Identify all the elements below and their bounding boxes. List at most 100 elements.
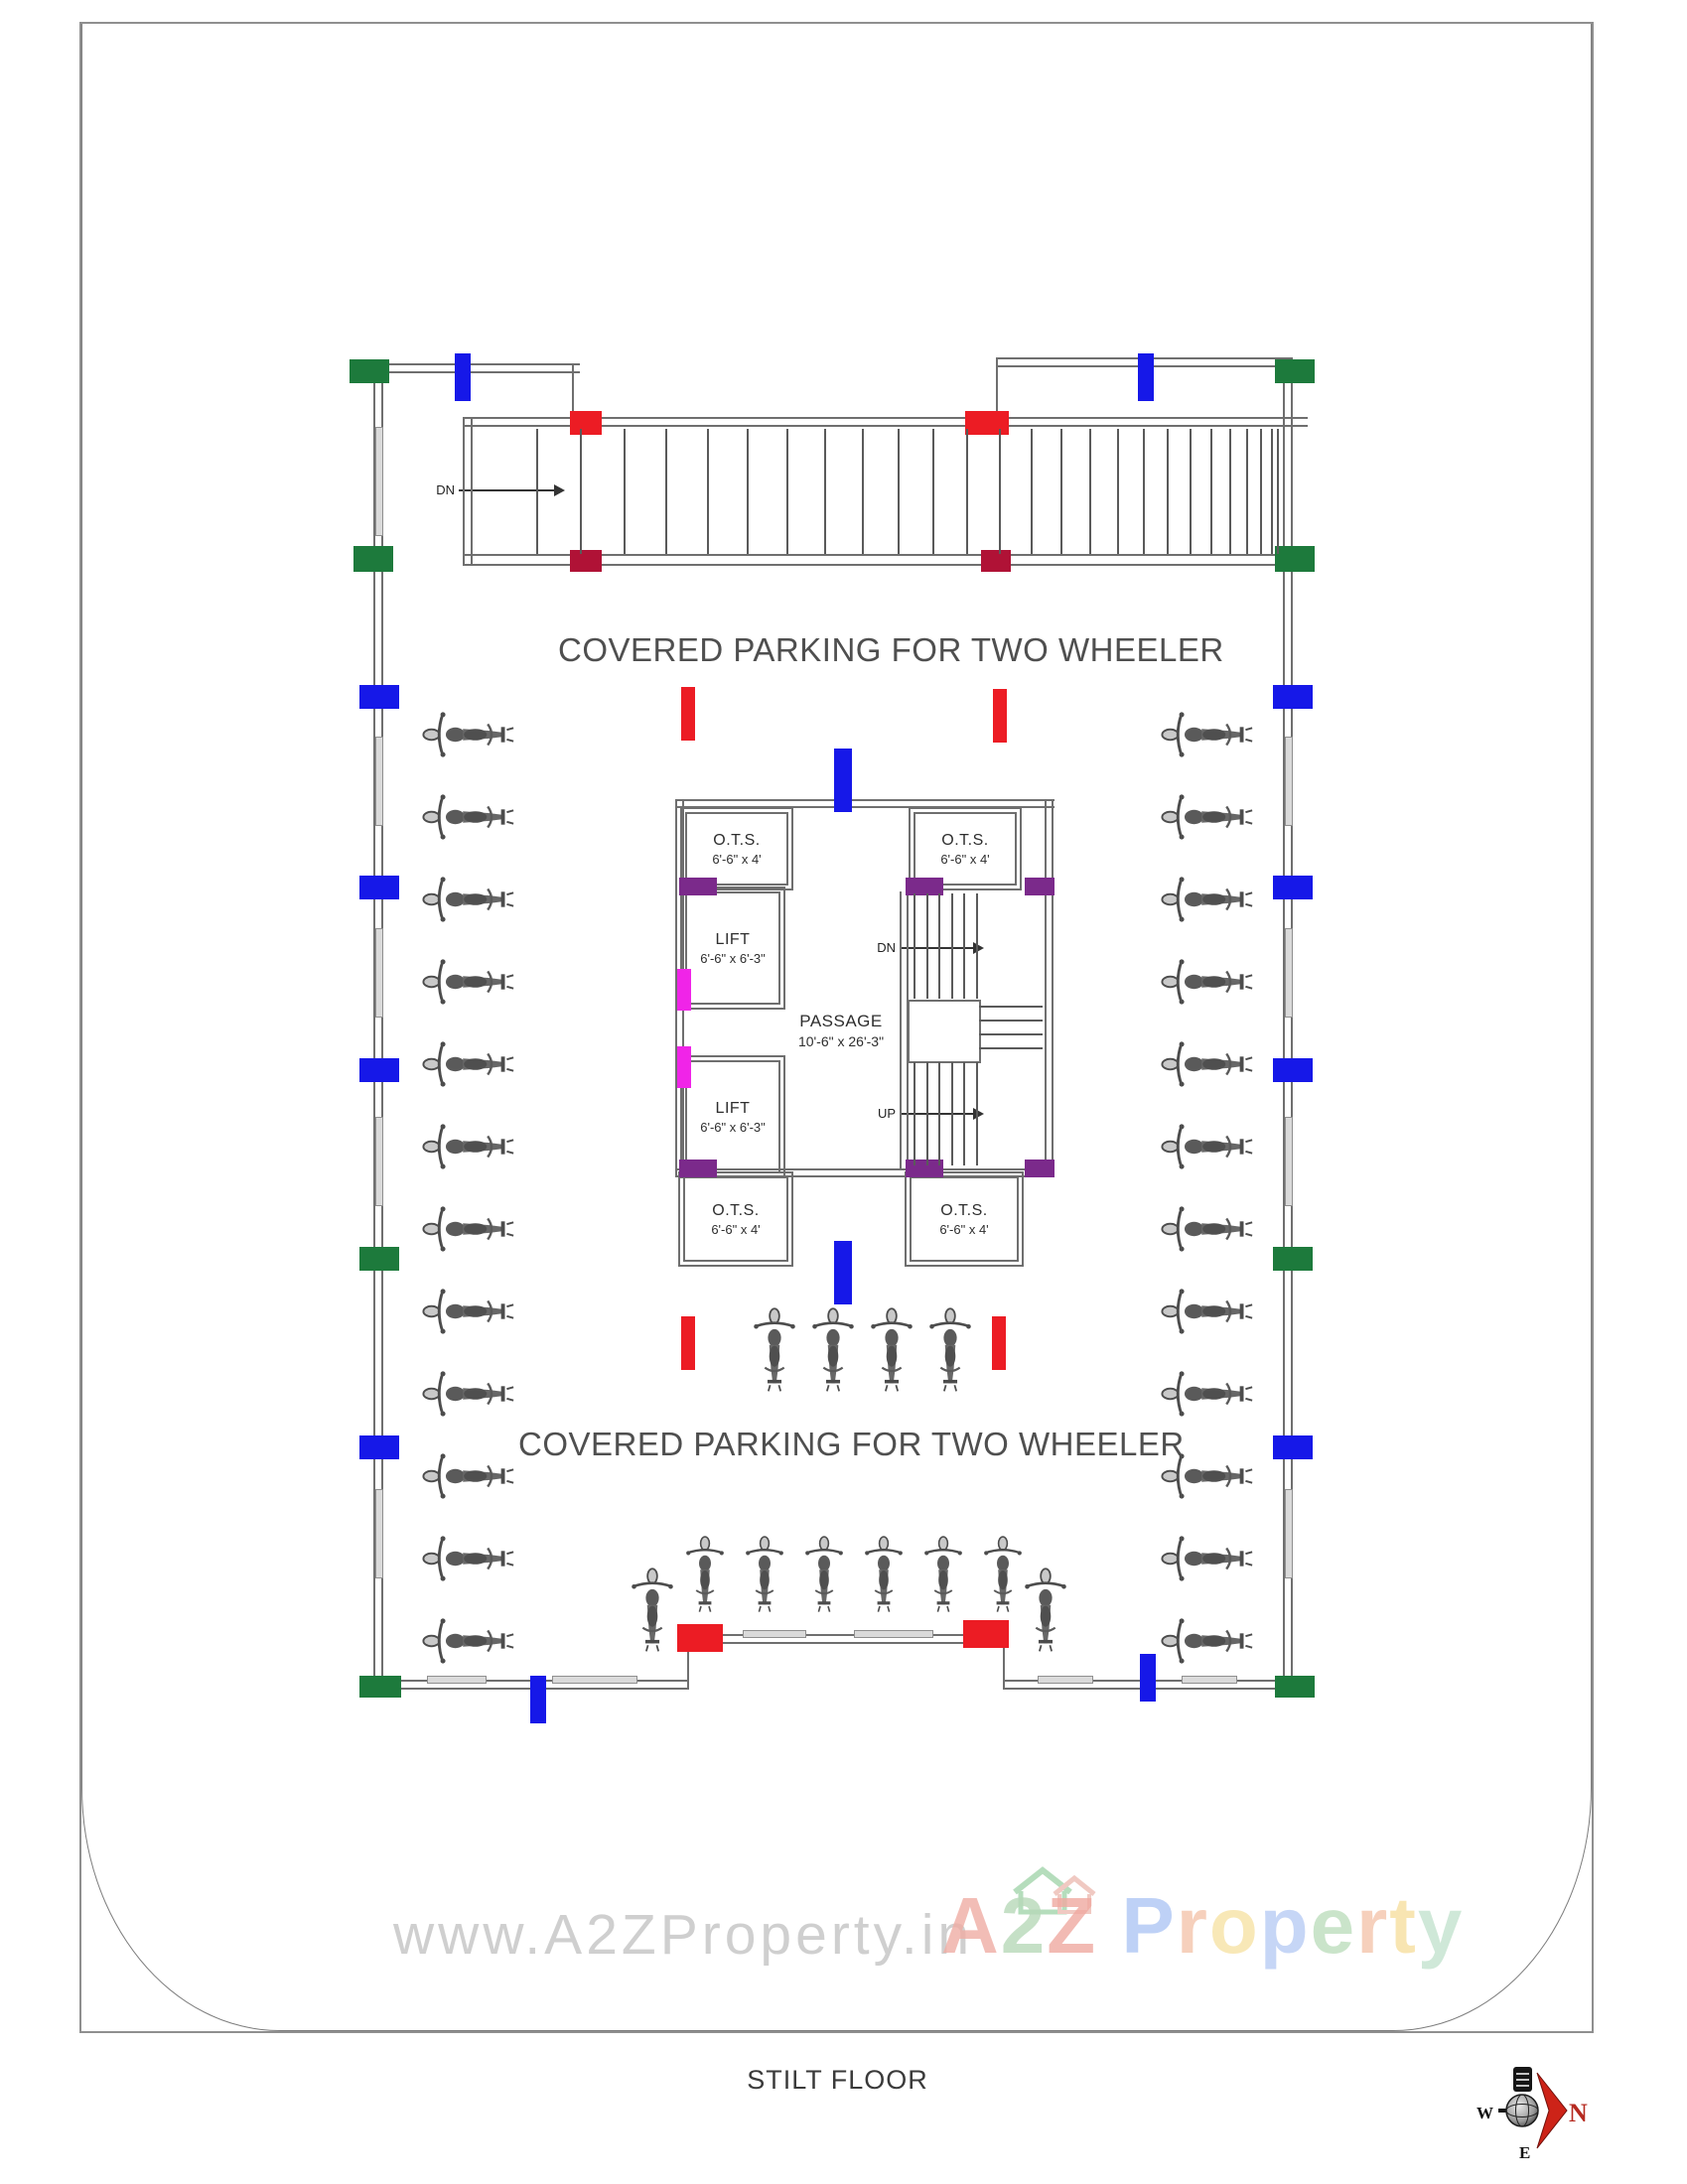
stair-tread (1245, 429, 1248, 554)
room-name: O.T.S. (940, 1201, 988, 1219)
core-dn-arrow (900, 947, 975, 949)
stair-tread (1030, 429, 1033, 554)
brand-letter: P (1121, 1881, 1177, 1970)
motorcycle-icon (1160, 1452, 1255, 1500)
motorcycle-icon (864, 1527, 904, 1622)
brand-letter: t (1389, 1881, 1418, 1970)
motorcycle-icon (923, 1527, 963, 1622)
stair-tread (950, 893, 953, 999)
wall (463, 417, 473, 566)
motorcycle-icon (631, 1551, 674, 1670)
room-name: LIFT (715, 1099, 751, 1117)
motorcycle-icon (421, 1452, 516, 1500)
stair-tread (747, 429, 750, 554)
motorcycle-icon (1160, 711, 1255, 758)
brand-letter: r (1356, 1881, 1390, 1970)
watermark-url: www.A2ZProperty.in (393, 1903, 974, 1967)
column-marker-purple (679, 1160, 717, 1177)
stair-tread (914, 893, 915, 999)
wall (689, 1634, 1005, 1644)
column-marker-blue (359, 1435, 399, 1459)
door-segment (552, 1676, 637, 1684)
door-segment (375, 427, 383, 536)
core-up-arrowhead (973, 1108, 984, 1120)
brand-letter: p (1259, 1881, 1311, 1970)
column-marker-green (1275, 546, 1315, 572)
wall (675, 1168, 1054, 1177)
core-dn-arrowhead (973, 942, 984, 954)
column-marker-blue (359, 876, 399, 899)
stair-tread (861, 429, 864, 554)
stair-tread (963, 1062, 965, 1165)
door-segment (427, 1676, 487, 1684)
stair-tread (1277, 429, 1279, 554)
motorcycle-icon (1024, 1551, 1067, 1670)
column-marker-blue (834, 749, 852, 812)
core-up-label: UP (877, 1106, 896, 1121)
column-marker-green (350, 359, 389, 383)
stair-tread (932, 429, 935, 554)
stair-tread (925, 1062, 928, 1165)
motorcycle-icon (421, 1370, 516, 1418)
landing-line (979, 1047, 1043, 1049)
motorcycle-icon (753, 1291, 796, 1410)
ots-room-top-left: O.T.S. 6'-6" x 4' (680, 807, 793, 890)
column-marker-green (1275, 359, 1315, 383)
brand-letter: A (941, 1881, 1001, 1970)
column-marker-magenta (677, 969, 691, 1011)
column-marker-blue (359, 1058, 399, 1082)
stair-tread (963, 893, 965, 999)
core-up-arrow (900, 1113, 975, 1115)
motorcycle-icon (1160, 876, 1255, 923)
stair-tread (1229, 429, 1232, 554)
stair-tread (536, 429, 538, 554)
core-dn-label: DN (877, 940, 896, 955)
stair-tread (938, 893, 940, 999)
motorcycle-icon (1160, 1617, 1255, 1665)
stair-tread (1142, 429, 1145, 554)
brand-letter: y (1417, 1881, 1465, 1970)
parking-label-top: COVERED PARKING FOR TWO WHEELER (558, 631, 1224, 668)
column-marker-purple (1025, 1160, 1054, 1177)
room-size: 6'-6" x 4' (711, 1221, 761, 1237)
room-size: 6'-6" x 4' (939, 1221, 989, 1237)
brand-letter: e (1310, 1881, 1357, 1970)
column-marker-red (681, 687, 695, 741)
wall (1283, 357, 1293, 1690)
column-marker-green (1273, 1247, 1313, 1271)
motorcycle-icon (1160, 1205, 1255, 1253)
motorcycle-icon (870, 1291, 914, 1410)
motorcycle-icon (421, 1535, 516, 1582)
column-marker-red (963, 1620, 1009, 1648)
motorcycle-icon (804, 1527, 844, 1622)
stair-tread (1116, 429, 1119, 554)
motorcycle-icon (421, 1040, 516, 1088)
brand-letter: 2 (1000, 1881, 1048, 1970)
compass-north-label: N (1569, 2099, 1588, 2127)
column-marker-blue (1138, 353, 1154, 401)
column-marker-blue (1273, 1058, 1313, 1082)
motorcycle-icon (421, 1288, 516, 1335)
column-marker-red (992, 1316, 1006, 1370)
landing-line (979, 1020, 1043, 1022)
parking-label-bottom: COVERED PARKING FOR TWO WHEELER (518, 1426, 1185, 1462)
motorcycle-icon (928, 1291, 972, 1410)
column-marker-purple (906, 878, 943, 895)
wall (463, 554, 1308, 566)
motorcycle-icon (421, 793, 516, 841)
room-name: LIFT (715, 930, 751, 948)
stair-tread (1089, 429, 1092, 554)
motorcycle-icon (421, 711, 516, 758)
stair-tread (1210, 429, 1213, 554)
ots-room-top-right: O.T.S. 6'-6" x 4' (909, 807, 1022, 890)
door-segment (1285, 1117, 1293, 1206)
brand-letter: r (1176, 1881, 1209, 1970)
motorcycle-icon (745, 1527, 784, 1622)
wall (675, 799, 1054, 808)
compass-east-glyph: E (1519, 2143, 1530, 2162)
column-marker-red (570, 411, 602, 435)
north-arrow-icon (1536, 2072, 1568, 2149)
wall-step (572, 365, 574, 419)
